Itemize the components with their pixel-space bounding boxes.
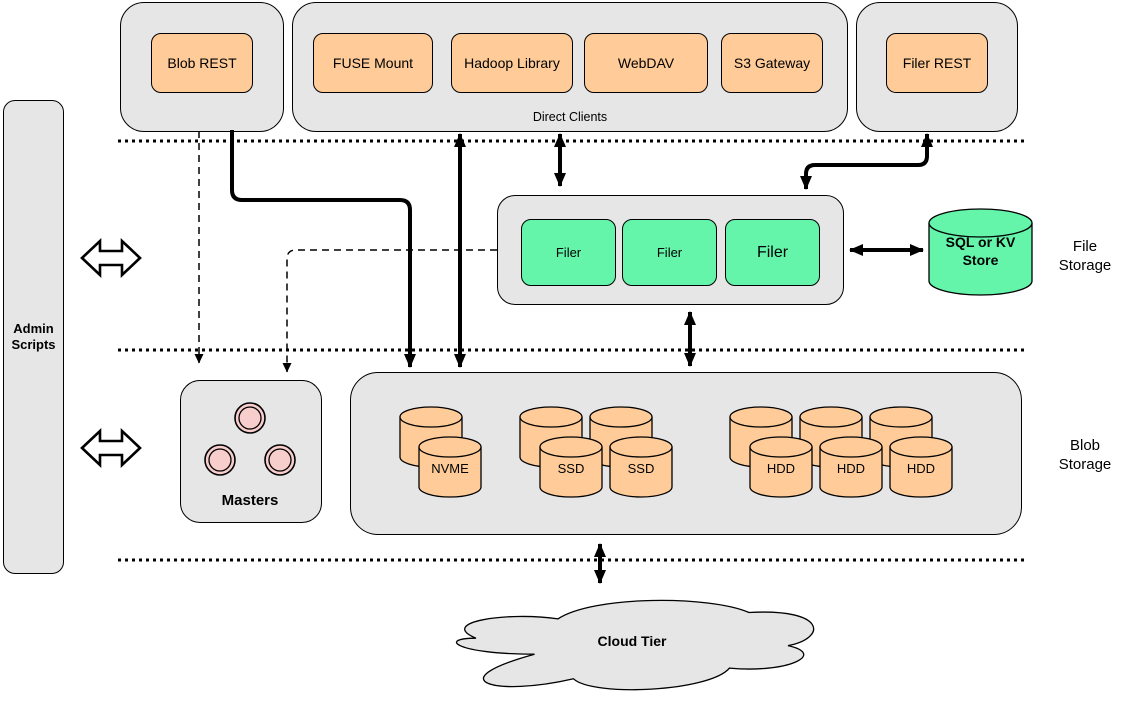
group-filer-cluster: Filer Filer Filer xyxy=(497,195,844,305)
node-filer-rest: Filer REST xyxy=(886,33,988,93)
group-direct-clients: FUSE Mount Hadoop Library WebDAV S3 Gate… xyxy=(292,2,848,132)
node-filer-1: Filer xyxy=(521,219,616,286)
group-masters xyxy=(180,380,322,523)
node-fuse-mount: FUSE Mount xyxy=(313,33,433,93)
group-filer-rest: Filer REST xyxy=(856,2,1018,132)
node-filer-2: Filer xyxy=(622,219,717,286)
node-webdav: WebDAV xyxy=(584,33,708,93)
node-blob-rest: Blob REST xyxy=(151,33,253,93)
group-blob-rest: Blob REST xyxy=(120,2,284,132)
admin-scripts-label: Admin Scripts xyxy=(11,320,56,352)
group-volume-servers xyxy=(350,372,1022,535)
node-hadoop-library: Hadoop Library xyxy=(451,33,573,93)
node-s3-gateway: S3 Gateway xyxy=(721,33,823,93)
admin-scripts-panel: Admin Scripts xyxy=(3,100,64,574)
direct-clients-caption: Direct Clients xyxy=(532,110,608,124)
node-filer-3: Filer xyxy=(725,219,820,286)
